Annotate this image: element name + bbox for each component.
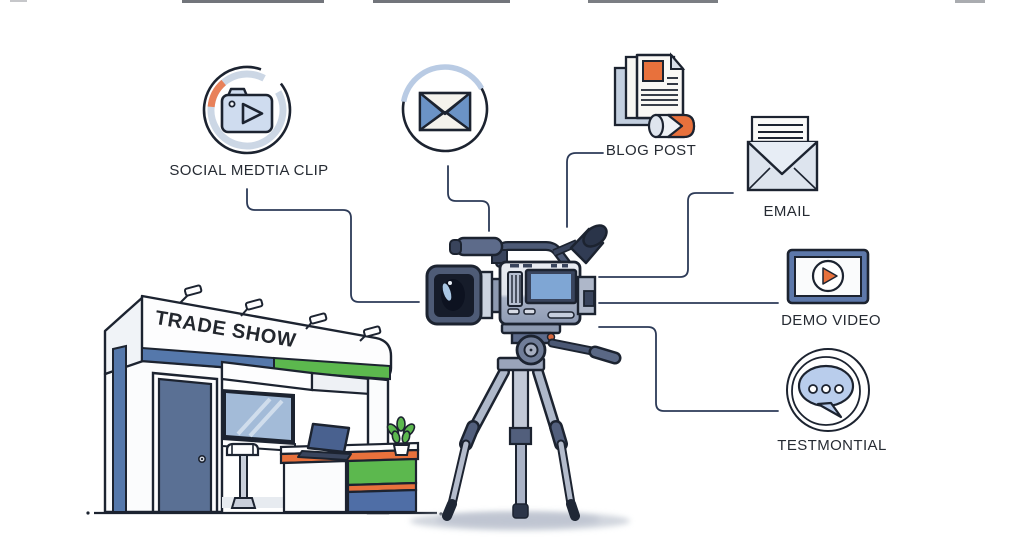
pan-handle bbox=[547, 338, 622, 365]
label-social-media-clip: SOCIAL MEDTIA CLIP bbox=[169, 162, 329, 179]
microphone bbox=[449, 236, 508, 264]
pen-roller-icon bbox=[647, 113, 696, 139]
tripod-head bbox=[500, 322, 622, 366]
laptop bbox=[297, 422, 352, 461]
viewfinder bbox=[552, 224, 608, 265]
connector-message-circle bbox=[447, 165, 490, 232]
connector-testimonial bbox=[598, 326, 779, 412]
connector-lines bbox=[246, 152, 779, 412]
potted-plant bbox=[386, 416, 416, 456]
speech-bubble-icon bbox=[786, 348, 870, 432]
document-stack-icon bbox=[613, 52, 696, 139]
connector-blog-post bbox=[566, 152, 604, 228]
video-player-icon bbox=[786, 248, 870, 305]
camera-play-circle-icon bbox=[202, 65, 292, 155]
label-testimonial: TESTMONTIAL bbox=[777, 437, 887, 454]
camera-body bbox=[498, 260, 597, 326]
label-demo-video: DEMO VIDEO bbox=[781, 312, 881, 329]
tripod bbox=[442, 322, 622, 521]
cropped-top-artifacts bbox=[10, 0, 985, 3]
connector-social-media-clip bbox=[246, 188, 420, 303]
stool bbox=[225, 442, 260, 509]
camera-lens bbox=[425, 264, 483, 326]
connector-email bbox=[598, 192, 734, 278]
canopy-flags bbox=[179, 284, 382, 342]
booth-window bbox=[221, 389, 296, 453]
desk-green-panel bbox=[346, 457, 418, 487]
canopy-green-stripe bbox=[273, 356, 391, 381]
video-camera bbox=[425, 224, 608, 326]
envelope-circle-icon bbox=[400, 64, 490, 154]
desk-blue-panel bbox=[346, 488, 418, 514]
booth-door bbox=[151, 371, 219, 514]
reception-desk bbox=[279, 441, 420, 514]
trade-show-booth bbox=[86, 284, 443, 516]
camera-screen bbox=[531, 274, 571, 299]
label-email: EMAIL bbox=[763, 203, 811, 220]
label-blog-post: BLOG POST bbox=[605, 142, 697, 159]
open-envelope-icon bbox=[746, 115, 819, 192]
wall-blue-trim bbox=[112, 344, 127, 513]
